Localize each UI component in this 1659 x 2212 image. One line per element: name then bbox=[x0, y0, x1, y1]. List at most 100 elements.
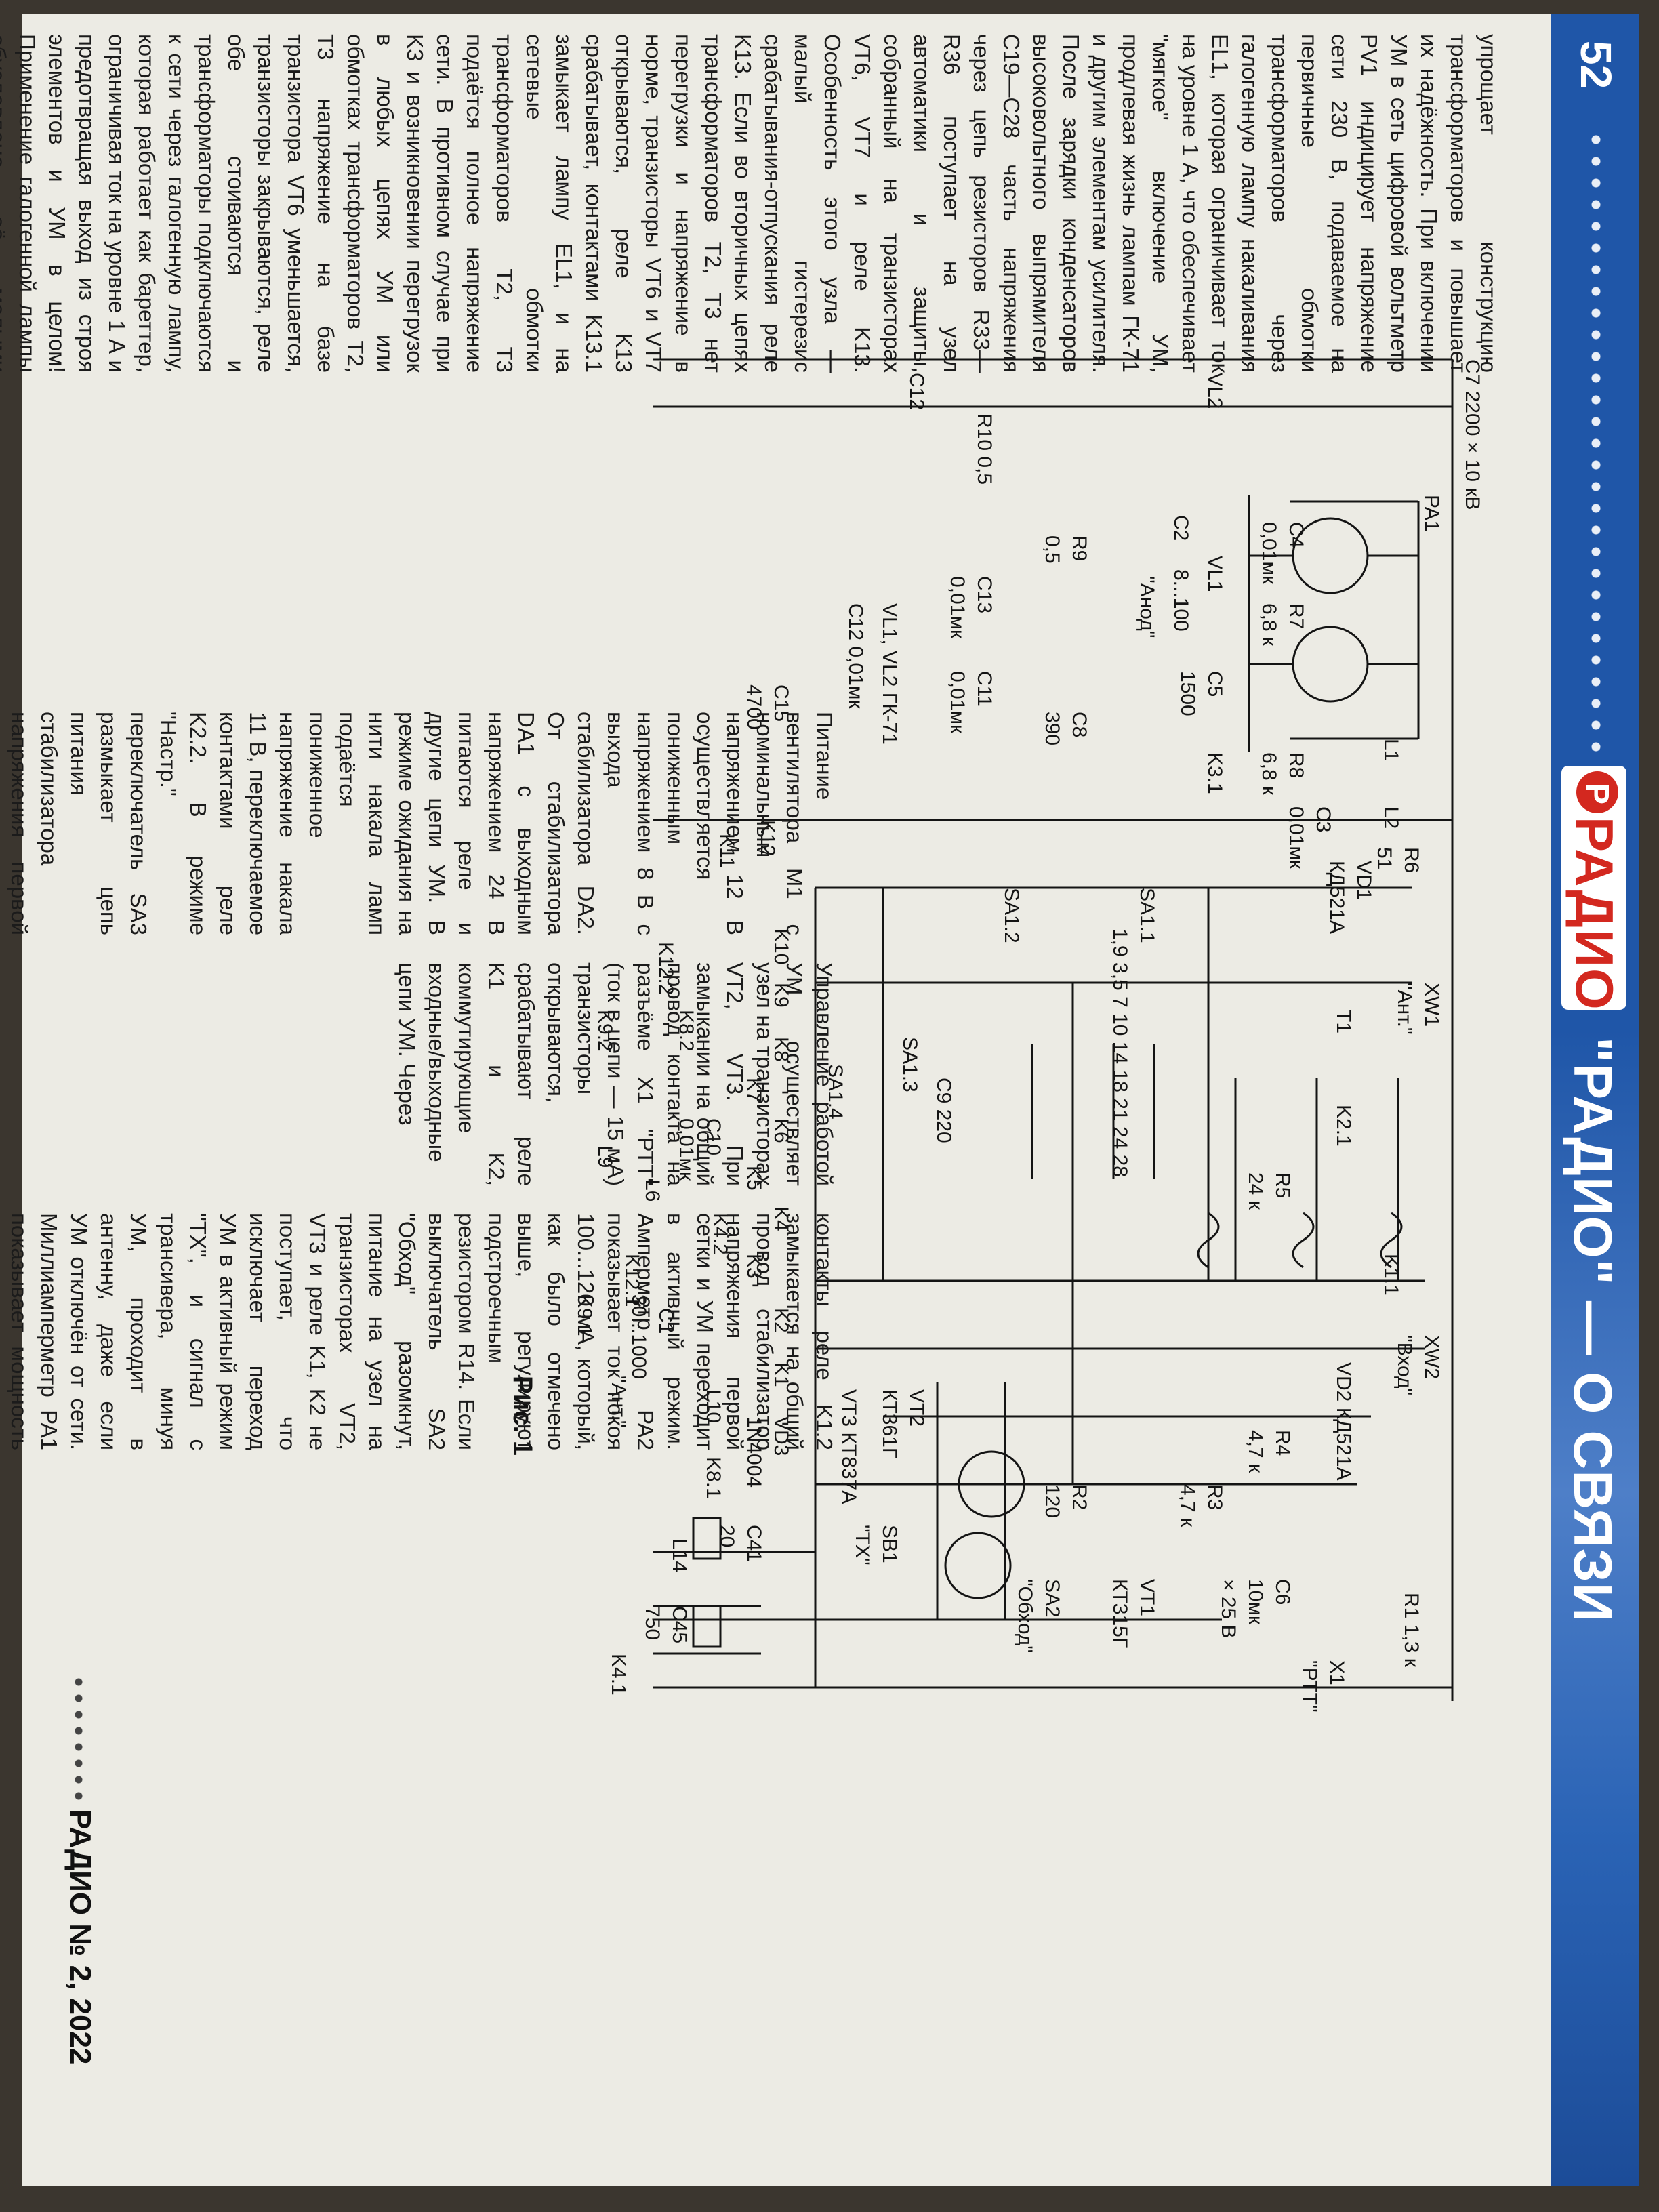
lbl-r5v: 24 к bbox=[1244, 1172, 1267, 1210]
lbl-vd2: VD2 КД521А bbox=[1332, 1362, 1355, 1481]
lbl-c8: C8 bbox=[1068, 712, 1090, 737]
lbl-r4v: 4,7 к bbox=[1244, 1430, 1267, 1473]
lbl-pa1: PA1 bbox=[1420, 495, 1443, 531]
lbl-c8v: 390 bbox=[1041, 712, 1063, 745]
lbl-xw1: XW1 bbox=[1420, 983, 1443, 1027]
lbl-c11v: 0,01мк bbox=[946, 671, 968, 734]
lbl-sa14: SA1.4 bbox=[824, 1064, 846, 1120]
lbl-r5: R5 bbox=[1271, 1172, 1294, 1198]
lbl-xw2: XW2 bbox=[1420, 1335, 1443, 1379]
lbl-k41: K4.1 bbox=[607, 1654, 630, 1696]
lbl-k1: K1 bbox=[770, 1362, 792, 1387]
lbl-c6v2: × 25 В bbox=[1217, 1579, 1240, 1639]
lbl-k42: K4.2 bbox=[709, 1213, 731, 1255]
lbl-vd3: VD3 bbox=[770, 1416, 792, 1456]
lbl-vt3: VT3 КТ837А bbox=[838, 1389, 860, 1504]
magazine-page: 52 Р РАДИО "РАДИО" — О СВЯЗИ РАДИО № 2, … bbox=[0, 14, 1639, 2186]
lbl-k12: K12 bbox=[756, 820, 779, 856]
lbl-vd3v: 1N4004 bbox=[743, 1416, 765, 1488]
lbl-vt1: VT1 bbox=[1136, 1579, 1158, 1616]
lbl-vt2v: КТ361Г bbox=[878, 1389, 901, 1458]
lbl-k11r: K1.1 bbox=[1380, 1254, 1402, 1296]
text-column-4: контакты реле K1.2 замыкается на общий п… bbox=[0, 1213, 839, 1450]
page-header: 52 Р РАДИО "РАДИО" — О СВЯЗИ bbox=[1520, 14, 1639, 2186]
lbl-sa2v: "Обход" bbox=[1014, 1579, 1036, 1653]
lbl-c7: C7 2200 × 10 кВ bbox=[1461, 359, 1483, 510]
paragraph-col3: Управление работой УМ осуществляет узел … bbox=[394, 962, 837, 1186]
lbl-t1: T1 bbox=[1332, 1010, 1355, 1033]
lbl-x1v: "РТТ" bbox=[1298, 1660, 1321, 1713]
lbl-sa11: SA1.1 bbox=[1136, 888, 1158, 943]
lbl-sa2: SA2 bbox=[1041, 1579, 1063, 1618]
lbl-r8v: 6,8 к bbox=[1258, 752, 1280, 796]
logo-mark-icon: Р bbox=[1576, 771, 1618, 813]
page-number: 52 bbox=[1572, 41, 1620, 89]
lbl-l9: L9 bbox=[594, 1145, 616, 1168]
lbl-vt1v: КТ315Г bbox=[1109, 1579, 1131, 1648]
lbl-sb1v: "ТХ" bbox=[851, 1525, 874, 1565]
text-column-2: Питание вентилятора M1 с номинальным нап… bbox=[0, 712, 839, 935]
lbl-c15: C15 bbox=[770, 684, 792, 722]
paragraph-col4: контакты реле K1.2 замыкается на общий п… bbox=[0, 1213, 837, 1450]
lbl-r3v: 4,7 к bbox=[1176, 1484, 1199, 1528]
lbl-sb1: SB1 bbox=[878, 1525, 901, 1563]
lbl-c41v: 20 bbox=[716, 1525, 738, 1547]
lbl-vd1: VD1 bbox=[1353, 861, 1375, 900]
lbl-c2: C2 bbox=[1170, 515, 1192, 541]
lbl-l10: L10 bbox=[702, 1389, 724, 1423]
running-head-dots bbox=[70, 1674, 87, 1803]
lbl-k5: K5 bbox=[743, 1166, 765, 1191]
lbl-k8: K8 bbox=[770, 1037, 792, 1062]
lbl-c9: C9 220 bbox=[933, 1078, 955, 1143]
paragraph-col2: Питание вентилятора M1 с номинальным нап… bbox=[0, 712, 837, 935]
lbl-c4v: 0,01мк bbox=[1258, 522, 1280, 585]
lbl-l2: L2 bbox=[1380, 806, 1402, 829]
lbl-c4: C4 bbox=[1285, 522, 1307, 548]
lbl-xw2v: "Вход" bbox=[1393, 1335, 1416, 1395]
lbl-c1: C1 bbox=[655, 1308, 677, 1334]
lbl-c41: C41 bbox=[743, 1525, 765, 1562]
lbl-c3: C3 bbox=[1312, 806, 1334, 832]
lbl-r1: R1 1,3 к bbox=[1400, 1593, 1422, 1668]
lbl-c45: C45 bbox=[668, 1606, 691, 1643]
lbl-k11: K11 bbox=[716, 834, 738, 868]
lbl-r10: R10 0,5 bbox=[973, 413, 996, 485]
lbl-k7: K7 bbox=[743, 1078, 765, 1103]
logo-text: РАДИО bbox=[1565, 817, 1624, 1011]
lbl-c12v: C12 0,01мк bbox=[844, 603, 867, 709]
circuit-schematic: C7 2200 × 10 кВ L1 L2 VL1 VL2 C2 8...100… bbox=[573, 358, 1483, 1713]
lbl-vl1: VL1 bbox=[1204, 556, 1226, 592]
lbl-k82: K8.2 bbox=[675, 1010, 697, 1052]
lbl-c6: C6 bbox=[1271, 1579, 1294, 1605]
lbl-sa12: SA1.2 bbox=[1000, 888, 1023, 943]
lbl-anod: "Анод" bbox=[1136, 576, 1158, 638]
lbl-vd1v: КД521А bbox=[1326, 861, 1348, 934]
lbl-c13v: 0,01мк bbox=[946, 576, 968, 639]
lbl-ant: "Ант." bbox=[607, 1376, 630, 1428]
lbl-k81: K8.1 bbox=[702, 1457, 724, 1499]
lbl-k21: K2.1 bbox=[1332, 1105, 1355, 1147]
lbl-k121: K12.1 bbox=[621, 1254, 643, 1307]
lbl-k3: K3 bbox=[743, 1254, 765, 1279]
running-head: РАДИО № 2, 2022 bbox=[64, 1809, 97, 2065]
lbl-k6: K6 bbox=[770, 1118, 792, 1143]
lbl-c45v: 750 bbox=[641, 1606, 663, 1640]
lbl-c11: C11 bbox=[973, 671, 996, 707]
lbl-k9: K9 bbox=[770, 983, 792, 1008]
lbl-k122: K12.2 bbox=[655, 942, 677, 995]
header-dots bbox=[1586, 129, 1606, 752]
lbl-r7: R7 bbox=[1285, 603, 1307, 629]
lbl-r3: R3 bbox=[1204, 1484, 1226, 1510]
lbl-c5: C5 bbox=[1204, 671, 1226, 697]
lbl-c13: C13 bbox=[973, 576, 996, 613]
text-column-3: Управление работой УМ осуществляет узел … bbox=[155, 962, 839, 1186]
lbl-c1v: 30...1000 bbox=[628, 1294, 650, 1379]
lbl-vt2: VT2 bbox=[905, 1389, 928, 1427]
lbl-r2v: 120 bbox=[1041, 1484, 1063, 1518]
lbl-l14: L14 bbox=[668, 1538, 691, 1572]
lbl-k4: K4 bbox=[770, 1206, 792, 1231]
paragraph-col1: упрощает конструкцию трансформаторов и п… bbox=[0, 34, 1501, 373]
lbl-tubes: VL1, VL2 ГК-71 bbox=[878, 603, 901, 745]
lbl-xw1v: "Ант." bbox=[1393, 983, 1416, 1035]
